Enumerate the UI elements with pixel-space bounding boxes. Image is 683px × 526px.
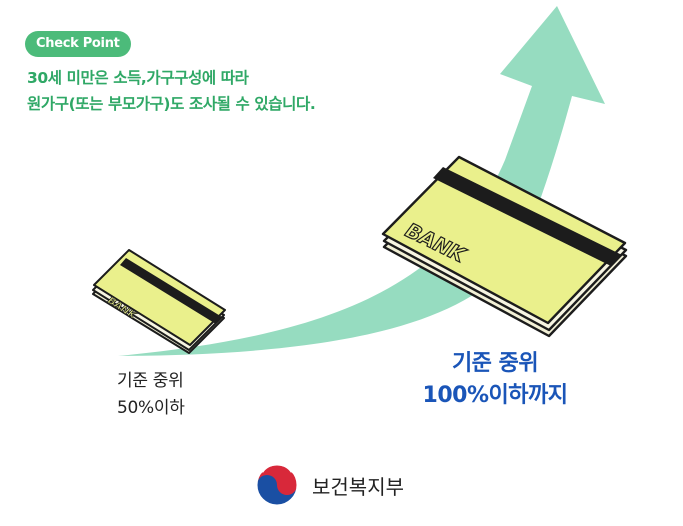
ministry-name: 보건복지부 — [312, 474, 404, 499]
big-income-label: 기준 중위 100%이하까지 — [402, 348, 588, 412]
small-label-line-1: 기준 중위 — [117, 371, 184, 391]
small-income-label: 기준 중위 50%이하 — [117, 368, 185, 422]
check-point-badge: Check Point — [25, 31, 131, 57]
notice-line-1: 30세 미만은 소득,가구구성에 따라 — [27, 69, 249, 87]
taegeuk-emblem-icon — [256, 462, 298, 506]
ministry-logo: 보건복지부 — [254, 462, 404, 508]
notice-text: 30세 미만은 소득,가구구성에 따라 원가구(또는 부모가구)도 조사될 수 … — [27, 65, 316, 117]
big-label-line-1: 기준 중위 — [451, 351, 539, 376]
notice-line-2: 원가구(또는 부모가구)도 조사될 수 있습니다. — [27, 95, 316, 113]
small-label-line-2: 50%이하 — [117, 398, 185, 418]
big-label-line-2: 100%이하까지 — [422, 383, 568, 408]
